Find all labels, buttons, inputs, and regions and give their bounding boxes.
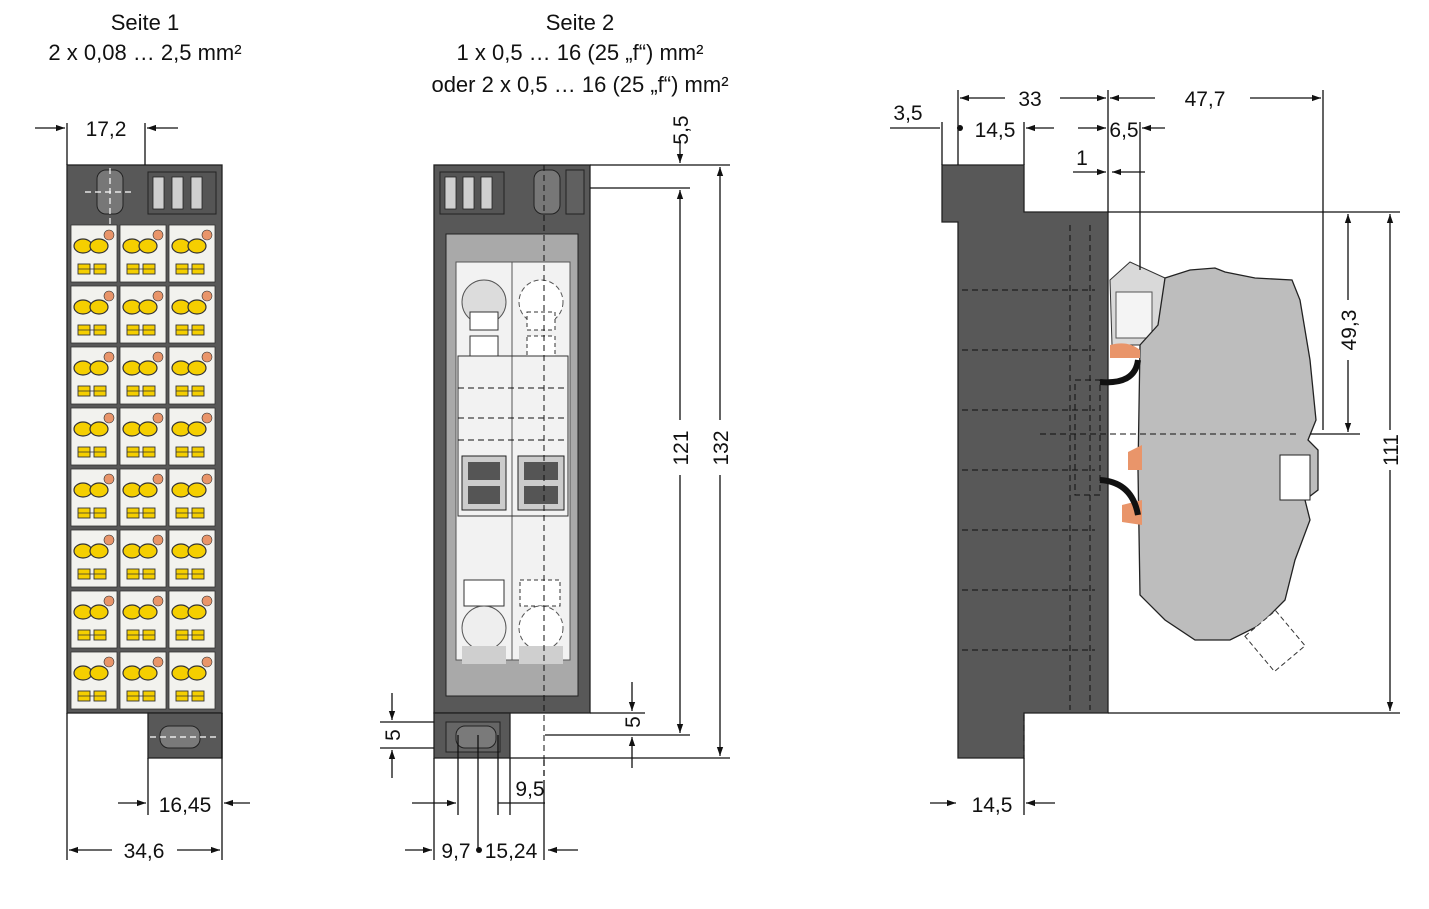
dim-132: 132	[710, 430, 733, 465]
dim-121: 121	[670, 430, 693, 465]
dim-49-3: 49,3	[1338, 310, 1361, 351]
clamp-cell	[119, 407, 167, 466]
dim-14-5-bottom: 14,5	[972, 794, 1013, 817]
clamp-cell	[70, 407, 118, 466]
clamp-cell	[119, 346, 167, 405]
clamp-cell	[119, 285, 167, 344]
clamp-cell	[70, 651, 118, 710]
relay-module	[1137, 267, 1319, 641]
clamp-grid	[70, 224, 216, 710]
dim-47-7: 47,7	[1185, 88, 1226, 111]
middle-view	[433, 164, 591, 780]
clamp-cell	[168, 651, 216, 710]
clamp-cell	[168, 224, 216, 283]
clamp-cell	[168, 590, 216, 649]
side1-title: Seite 1	[111, 10, 180, 35]
dim-15-24: 15,24	[485, 840, 538, 863]
side2-spec-line1: 1 x 0,5 … 16 (25 „f“) mm²	[457, 40, 704, 65]
dim-5-right: 5	[622, 716, 645, 728]
clamp-cell	[168, 346, 216, 405]
clamp-cell	[70, 529, 118, 588]
dim-3-5: 3,5	[893, 102, 922, 125]
clamp-cell	[70, 590, 118, 649]
dim-9-7: 9,7	[441, 840, 470, 863]
clamp-cell	[119, 590, 167, 649]
dim-17-2: 17,2	[86, 118, 127, 141]
clamp-cell	[119, 224, 167, 283]
dim-16-45: 16,45	[159, 794, 212, 817]
clamp-cell	[119, 529, 167, 588]
side2-spec-line2: oder 2 x 0,5 … 16 (25 „f“) mm²	[431, 72, 728, 97]
clamp-cell	[168, 407, 216, 466]
clamp-cell	[168, 468, 216, 527]
dim-6-5: 6,5	[1109, 119, 1138, 142]
clamp-cell	[168, 529, 216, 588]
clamp-cell	[119, 468, 167, 527]
clamp-cell	[168, 285, 216, 344]
dim-5-left: 5	[382, 729, 405, 741]
side1-spec: 2 x 0,08 … 2,5 mm²	[48, 40, 241, 65]
clamp-cell	[70, 468, 118, 527]
clamp-cell	[119, 651, 167, 710]
dim-33: 33	[1018, 88, 1041, 111]
dim-34-6: 34,6	[124, 840, 165, 863]
dim-14-5-top: 14,5	[975, 119, 1016, 142]
dim-5-5: 5,5	[670, 115, 693, 144]
front-view	[66, 164, 223, 759]
side2-title: Seite 2	[546, 10, 615, 35]
clamp-cell	[70, 346, 118, 405]
side-housing	[941, 164, 1109, 759]
side-view	[941, 164, 1319, 759]
dim-1: 1	[1076, 147, 1088, 170]
center-dot	[476, 847, 482, 853]
dim-9-5: 9,5	[515, 778, 544, 801]
clamp-cell	[70, 285, 118, 344]
side-dot	[957, 125, 963, 131]
clamp-cell	[70, 224, 118, 283]
dim-111: 111	[1380, 434, 1403, 466]
